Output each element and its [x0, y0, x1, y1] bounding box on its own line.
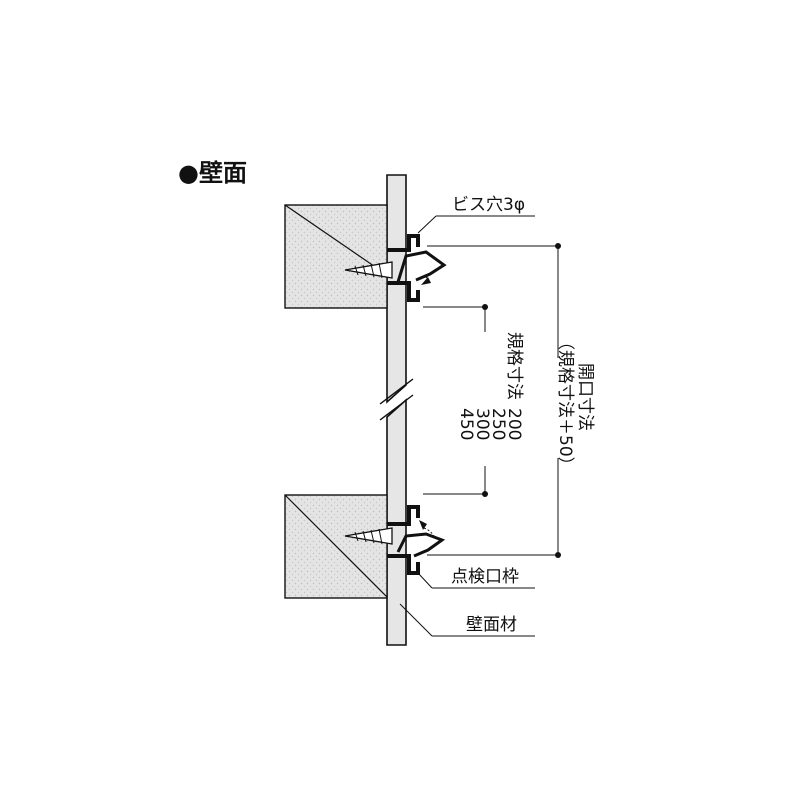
inspection-frame-lower — [387, 505, 446, 575]
leader-screw-hole — [417, 215, 535, 234]
opening-label: 開口寸法 — [575, 363, 595, 431]
standard-label: 規格寸法 — [504, 332, 524, 400]
break-line — [379, 378, 414, 405]
dimension-point — [482, 491, 488, 497]
standard-size-300: 300 — [472, 408, 492, 440]
dimension-point — [555, 552, 561, 558]
dimension-standard — [423, 304, 488, 497]
stud-lower — [284, 494, 388, 599]
standard-size-450: 450 — [456, 408, 476, 440]
dimension-point — [555, 243, 561, 249]
break-line — [379, 394, 414, 421]
standard-size-250: 250 — [488, 408, 508, 440]
leader-wall-material — [399, 603, 535, 637]
screw-upper — [344, 261, 393, 279]
opening-note: （規格寸法＋50） — [555, 333, 575, 474]
standard-size-text-group: 規格寸法 200 250 300 450 — [456, 332, 524, 440]
leader-inspection-frame — [417, 572, 535, 589]
heading: ●壁面 — [178, 159, 247, 187]
wall-material-label: 壁面材 — [466, 615, 517, 635]
inspection-frame-label: 点検口枠 — [451, 567, 519, 587]
opening-size-text-group: 開口寸法 （規格寸法＋50） — [555, 333, 595, 474]
screw-lower — [344, 527, 393, 545]
standard-size-200: 200 — [504, 408, 524, 440]
stud-upper — [284, 204, 388, 309]
dimension-point — [482, 304, 488, 310]
screw-hole-label: ビス穴3φ — [452, 195, 525, 215]
inspection-frame-upper — [387, 234, 447, 302]
dimension-opening — [427, 243, 561, 558]
